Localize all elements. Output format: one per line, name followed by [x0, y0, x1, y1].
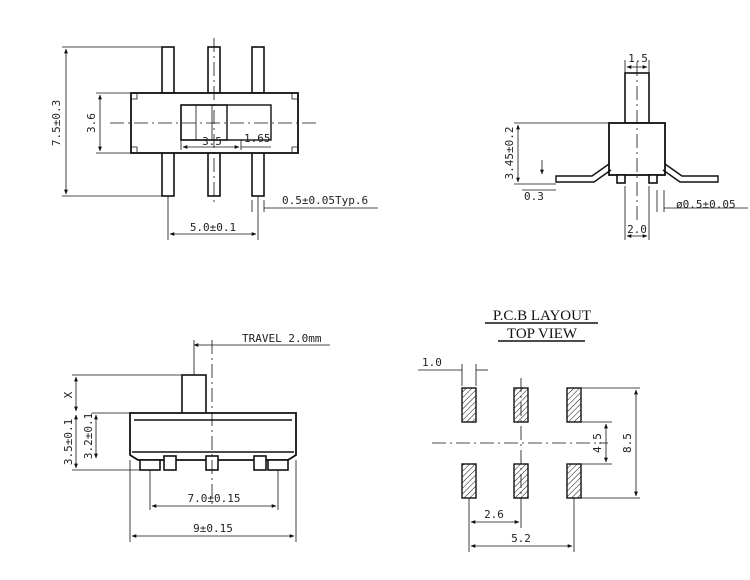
dim-2-6: 2.6 — [484, 508, 504, 521]
dim-3-6: 3.6 — [85, 113, 98, 133]
side-lead-left — [555, 163, 612, 183]
dim-1-5: 1.5 — [628, 52, 648, 65]
pad-6 — [566, 463, 582, 499]
dim-3-2: 3.2±0.1 — [82, 413, 95, 459]
body-corner-notches — [131, 93, 298, 153]
pcb-layout: P.C.B LAYOUT TOP VIEW 1.0 4.5 8.5 2.6 — [418, 308, 640, 552]
dim-pin-diameter: ø0.5±0.05 — [676, 198, 736, 211]
pad-3 — [566, 387, 582, 423]
pcb-subtitle: TOP VIEW — [507, 326, 578, 342]
dim-3-5: 3.5 — [202, 135, 222, 148]
dim-4-5: 4.5 — [591, 433, 604, 453]
top-view: 7.5±0.3 3.6 3.5 1.65 5.0±0.1 0.5±0.05Typ… — [50, 38, 378, 240]
dim-9: 9±0.15 — [193, 522, 233, 535]
top-pin-1 — [161, 46, 175, 94]
top-pin-4 — [161, 151, 175, 197]
actuator-knob — [180, 104, 228, 141]
front-actuator — [181, 374, 207, 416]
side-view: 1.5 3.45±0.2 0.3 2.0 ø0.5±0.05 — [503, 52, 748, 240]
top-pin-3 — [251, 46, 265, 94]
dim-0-3: 0.3 — [524, 190, 544, 203]
dim-1-0: 1.0 — [422, 356, 442, 369]
dim-3-5-height: 3.5±0.1 — [62, 419, 75, 465]
pad-1 — [461, 387, 477, 423]
dim-7-0: 7.0±0.15 — [188, 492, 241, 505]
dim-1-65: 1.65 — [244, 132, 271, 145]
dim-7-5: 7.5±0.3 — [50, 100, 63, 146]
side-lead-right — [662, 163, 719, 183]
pad-4 — [461, 463, 477, 499]
dim-8-5: 8.5 — [621, 433, 634, 453]
dim-5-0: 5.0±0.1 — [190, 221, 236, 234]
pcb-title: P.C.B LAYOUT — [493, 308, 591, 324]
top-pin-6 — [251, 151, 265, 197]
dim-3-45: 3.45±0.2 — [503, 127, 516, 180]
dim-pin-width: 0.5±0.05Typ.6 — [282, 194, 368, 207]
dim-5-2: 5.2 — [511, 532, 531, 545]
front-view: TRAVEL 2.0mm X 3.5±0.1 3.2±0.1 7.0±0.15 … — [62, 332, 330, 542]
travel-note: TRAVEL 2.0mm — [242, 332, 322, 345]
dim-x: X — [62, 391, 75, 398]
dim-2-0: 2.0 — [627, 223, 647, 236]
